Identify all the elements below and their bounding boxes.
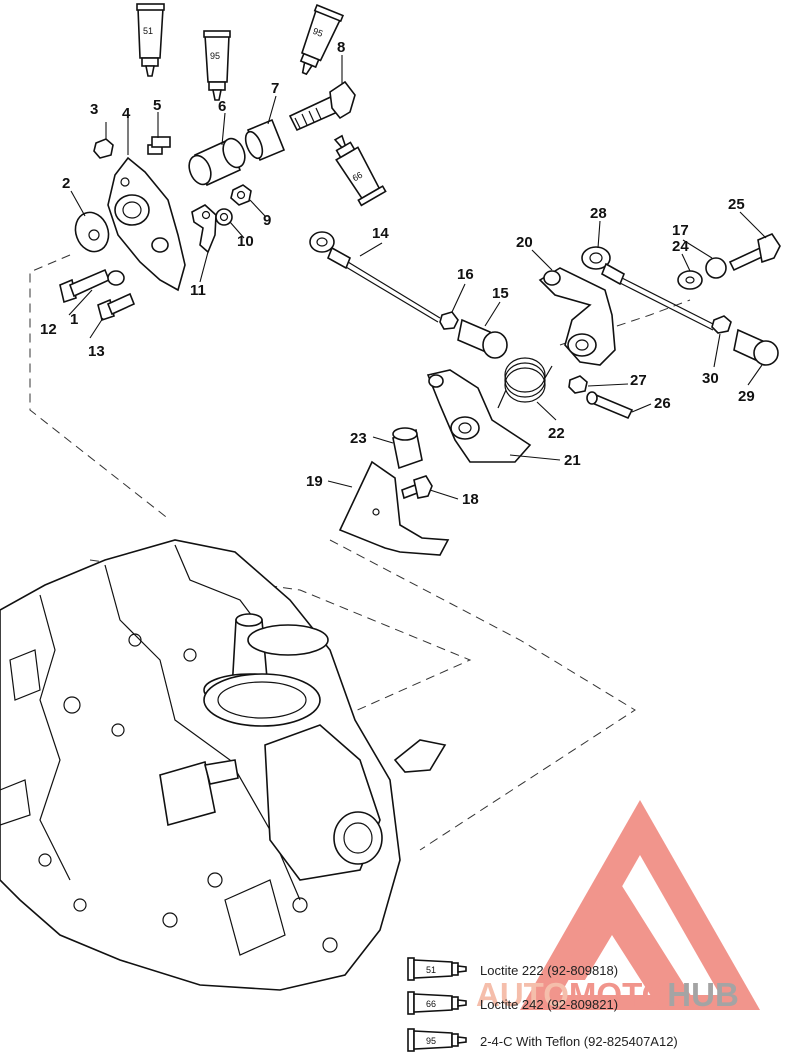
nut-part-9 (230, 184, 252, 206)
leader-lines (68, 55, 767, 500)
callout-14: 14 (372, 225, 389, 242)
rod-part-14 (309, 231, 441, 323)
bushing-part-6 (188, 137, 246, 187)
washer-part-2 (74, 211, 110, 253)
ball-socket-part-15 (457, 318, 508, 359)
legend-text-51: Loctite 222 (92-809818) (480, 963, 618, 978)
callout-4: 4 (122, 105, 131, 122)
tube-label-51: 51 (143, 26, 153, 36)
legend-row-66: 66 Loctite 242 (92-809821) (407, 991, 618, 1015)
callout-21: 21 (564, 452, 581, 469)
callout-12: 12 (40, 321, 57, 338)
legend-row-95: 95 2-4-C With Teflon (92-825407A12) (407, 1028, 678, 1052)
screw-part-5 (147, 136, 171, 155)
callout-24: 24 (672, 238, 689, 255)
legend-code-66: 66 (426, 999, 436, 1009)
lever-part-21 (426, 369, 532, 463)
callout-10: 10 (237, 233, 254, 250)
roller-part-1 (107, 270, 125, 286)
bolt-part-8 (288, 80, 356, 132)
screw-part-18 (401, 475, 433, 500)
watermark-hub: HUB (667, 976, 739, 1013)
callout-6: 6 (218, 98, 226, 115)
sleeve-part-7 (244, 118, 286, 162)
throttle-bracket-part-4 (107, 156, 186, 292)
callout-22: 22 (548, 425, 565, 442)
callout-15: 15 (492, 285, 509, 302)
callout-2: 2 (62, 175, 70, 192)
callout-26: 26 (654, 395, 671, 412)
callout-29: 29 (738, 388, 755, 405)
callout-13: 13 (88, 343, 105, 360)
callout-16: 16 (457, 266, 474, 283)
tube-label-95-left: 95 (210, 51, 220, 61)
callout-23: 23 (350, 430, 367, 447)
callout-5: 5 (153, 97, 161, 114)
washer-part-17 (705, 257, 727, 279)
watermark-moto: MOTO (569, 976, 667, 1013)
callout-19: 19 (306, 473, 323, 490)
sealant-tube-51: 51 (136, 3, 165, 77)
nut-part-27 (568, 375, 588, 394)
spring-part-22 (497, 357, 553, 409)
nut-part-30 (711, 315, 732, 334)
callout-7: 7 (271, 80, 279, 97)
callout-8: 8 (337, 39, 345, 56)
callout-30: 30 (702, 370, 719, 387)
engine-block (0, 539, 447, 991)
callout-numbers: 1 2 3 4 5 6 7 8 9 10 11 12 13 14 15 16 1… (40, 39, 755, 508)
bracket-part-19 (338, 460, 450, 556)
nut-part-3 (93, 138, 114, 159)
callout-20: 20 (516, 234, 533, 251)
bolt-part-13 (97, 292, 136, 322)
callout-17: 17 (672, 222, 689, 239)
arm-part-20 (538, 267, 616, 366)
callout-18: 18 (462, 491, 479, 508)
watermark-logo: AUTOMOTOHUB (476, 800, 760, 1013)
tube-label-95-right: 95 (311, 26, 324, 39)
washer-part-24 (677, 270, 703, 290)
rod-part-28 (581, 246, 716, 331)
watermark-auto: AUTO (476, 976, 569, 1013)
watermark-text-auto: AUTOMOTOHUB (476, 976, 739, 1013)
callout-1: 1 (70, 311, 78, 328)
legend-row-51: 51 Loctite 222 (92-809818) (407, 957, 618, 981)
tube-label-66: 66 (351, 170, 365, 184)
washer-part-10 (215, 208, 233, 226)
callout-25: 25 (728, 196, 745, 213)
callout-11: 11 (190, 282, 206, 299)
bolt-part-12 (59, 268, 111, 304)
link-part-11 (191, 204, 217, 254)
legend-text-66: Loctite 242 (92-809821) (480, 997, 618, 1012)
spacer-part-23 (392, 427, 423, 470)
callout-27: 27 (630, 372, 647, 389)
callout-3: 3 (90, 101, 98, 118)
nut-part-16 (439, 311, 459, 330)
screw-part-25 (728, 233, 781, 272)
legend-text-95: 2-4-C With Teflon (92-825407A12) (480, 1034, 678, 1049)
legend-code-51: 51 (426, 965, 436, 975)
sealant-tube-95-right: 95 (299, 4, 345, 76)
callout-9: 9 (263, 212, 271, 229)
screw-part-26 (586, 391, 634, 420)
callout-28: 28 (590, 205, 607, 222)
sealant-tube-95-left: 95 (203, 30, 231, 101)
sealant-legend: 51 Loctite 222 (92-809818) 66 Loctite 24… (407, 957, 678, 1052)
sealant-tube-66: 66 (333, 134, 387, 207)
ball-socket-part-29 (733, 328, 779, 366)
legend-code-95: 95 (426, 1036, 436, 1046)
